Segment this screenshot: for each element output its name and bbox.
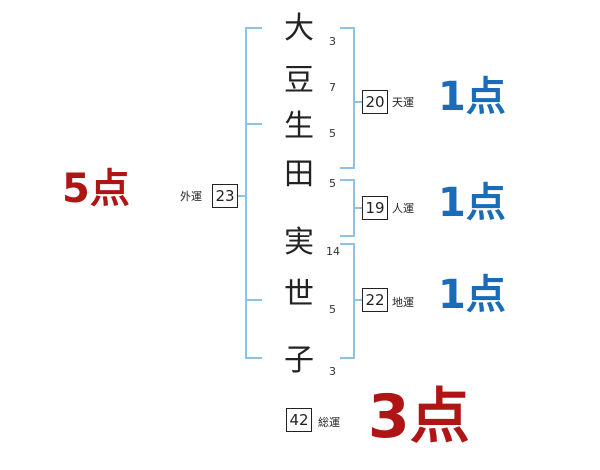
- stroke-count-2: 7: [329, 81, 336, 94]
- tenun-value-box: 20: [362, 90, 388, 114]
- tenun-bracket: [340, 27, 355, 169]
- tenun-score: 1点: [438, 74, 506, 120]
- name-char-3: 生: [284, 109, 314, 144]
- tenun-label: 天運: [392, 96, 414, 109]
- chiun-label: 地運: [392, 296, 414, 309]
- stroke-count-4: 5: [329, 177, 336, 190]
- gaiun-label: 外運: [180, 190, 202, 203]
- name-char-6: 世: [284, 277, 314, 312]
- stroke-count-3: 5: [329, 127, 336, 140]
- jinun-score: 1点: [438, 180, 506, 226]
- gaiun-outer-bracket: [245, 27, 262, 359]
- chiun-bracket: [340, 243, 355, 359]
- souun-value-box: 42: [286, 408, 312, 432]
- souun-label: 総運: [318, 416, 340, 429]
- gaiun-value-box: 23: [212, 184, 238, 208]
- name-char-2: 豆: [284, 63, 314, 98]
- stroke-count-5: 14: [326, 245, 340, 258]
- name-char-7: 子: [284, 343, 314, 378]
- chiun-value-box: 22: [362, 288, 388, 312]
- gaiun-score: 5点: [62, 166, 130, 212]
- name-char-1: 大: [284, 11, 314, 46]
- jinun-label: 人運: [392, 202, 414, 215]
- stroke-count-1: 3: [329, 35, 336, 48]
- name-char-4: 田: [284, 157, 314, 192]
- stroke-count-6: 5: [329, 303, 336, 316]
- souun-score: 3点: [368, 382, 470, 452]
- stroke-count-7: 3: [329, 365, 336, 378]
- chiun-score: 1点: [438, 272, 506, 318]
- jinun-value-box: 19: [362, 196, 388, 220]
- name-char-5: 実: [284, 225, 314, 260]
